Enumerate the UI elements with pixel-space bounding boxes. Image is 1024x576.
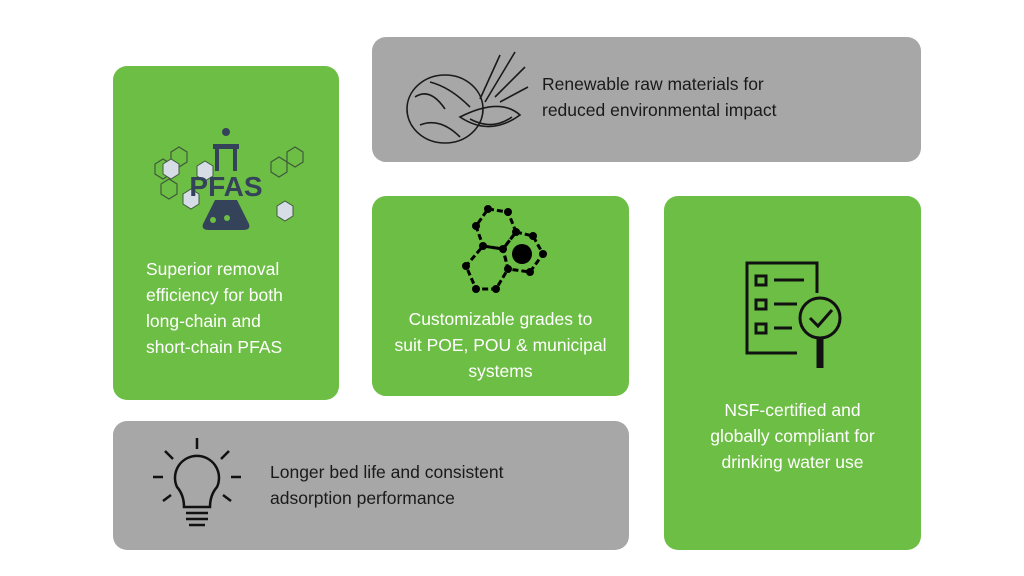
coconut-icon [406,51,529,144]
card-nsf-certified: NSF-certified and globally compliant for… [664,196,921,550]
text-line: systems [468,361,533,381]
card-renewable: Renewable raw materials for reduced envi… [372,37,921,162]
checklist-magnifier-icon [745,261,842,368]
text-line: adsorption performance [270,488,455,508]
card-text: Longer bed life and consistent adsorptio… [270,459,504,511]
card-text: Superior removal efficiency for both lon… [146,256,283,360]
text-line: Longer bed life and consistent [270,462,504,482]
pfas-flask-icon: PFAS [154,128,304,230]
molecule-icon [462,205,547,293]
text-line: Superior removal [146,259,280,279]
text-line: globally compliant for [710,426,875,446]
card-text: Customizable grades to suit POE, POU & m… [372,306,629,384]
card-text: NSF-certified and globally compliant for… [664,397,921,475]
card-customizable: Customizable grades to suit POE, POU & m… [372,196,629,396]
card-text: Renewable raw materials for reduced envi… [542,71,776,123]
lightbulb-icon [153,438,241,527]
svg-text:PFAS: PFAS [189,171,262,202]
text-line: Renewable raw materials for [542,74,764,94]
text-line: Customizable grades to [408,309,593,329]
card-pfas-removal: PFAS Superior removal efficiency for bot… [113,66,339,400]
text-line: suit POE, POU & municipal [394,335,607,355]
text-line: long-chain and [146,311,261,331]
text-line: NSF-certified and [724,400,861,420]
text-line: efficiency for both [146,285,283,305]
text-line: drinking water use [721,452,864,472]
text-line: reduced environmental impact [542,100,777,120]
text-line: short-chain PFAS [146,337,283,357]
card-bed-life: Longer bed life and consistent adsorptio… [113,421,629,550]
